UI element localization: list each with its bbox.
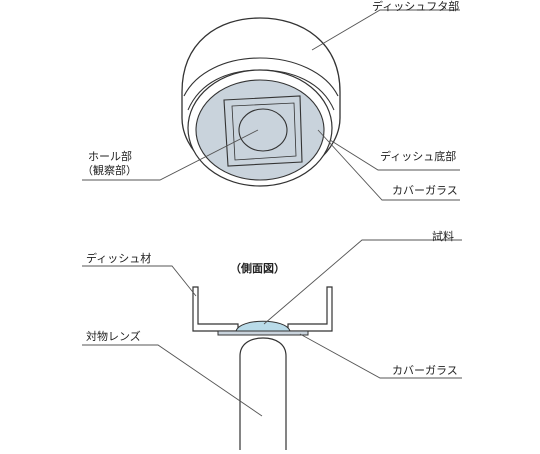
leader-cover-glass-top — [317, 129, 460, 201]
cover-glass-side — [217, 330, 309, 336]
dish-side-view — [192, 286, 333, 450]
label-dish-material: ディッシュ材 — [86, 252, 152, 265]
label-hole-observation: （観察部） — [82, 164, 137, 177]
label-cover-glass-top: カバーガラス — [392, 184, 458, 197]
side-view-title: （側面図） — [230, 262, 285, 275]
label-dish-bottom: ディッシュ底部 — [380, 150, 457, 163]
side-leaders — [82, 239, 462, 417]
label-objective-lens: 対物レンズ — [86, 330, 141, 343]
top-leaders — [82, 9, 460, 201]
dish-wall-left — [192, 286, 239, 332]
leader-hole — [82, 129, 259, 181]
sample-drop — [235, 320, 291, 332]
leader-cover-glass-side — [299, 333, 462, 379]
dish-wall-right — [287, 286, 333, 332]
label-hole: ホール部 — [88, 150, 132, 163]
label-sample: 試料 — [432, 230, 454, 243]
label-dish-lid: ディッシュフタ部 — [372, 0, 460, 13]
label-cover-glass-side: カバーガラス — [392, 364, 458, 377]
leader-dish-material — [82, 265, 197, 297]
leader-dish-bottom — [329, 139, 460, 171]
objective-lens — [239, 337, 287, 450]
dish-top-view — [181, 17, 341, 187]
leader-sample — [263, 239, 462, 325]
leader-objective — [82, 344, 263, 417]
dish-lid-rim — [183, 57, 339, 97]
leader-dish-lid — [311, 9, 460, 51]
observation-circle — [238, 108, 288, 152]
